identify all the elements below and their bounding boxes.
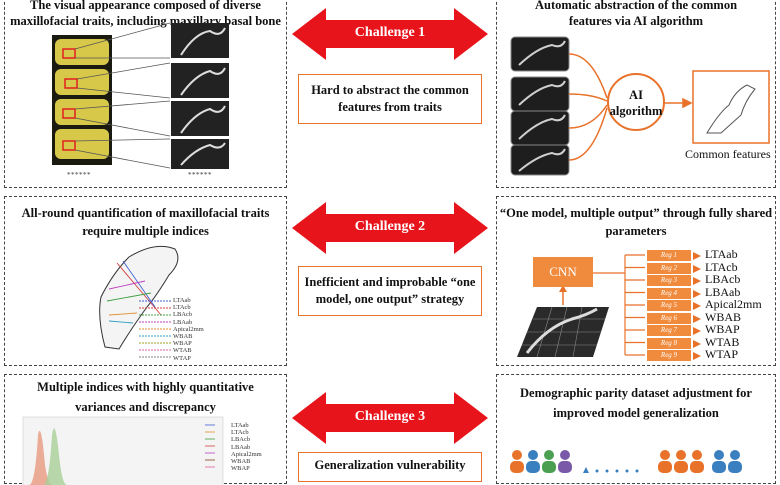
bone-indices-illustration (99, 245, 179, 350)
challenge-3-arrow: Challenge 3 (292, 392, 488, 444)
panel-title-line1: The visual appearance composed of divers… (30, 0, 261, 12)
legend-item: WBAB (173, 333, 193, 341)
reg-box: Reg 6 (647, 312, 691, 324)
legend-item: WTAP (173, 354, 191, 362)
regression-heads: Reg 1 LTAab Reg 2 LTAcb Reg 3 LBAcb Reg … (647, 247, 775, 365)
cnn-network-illustration (517, 254, 645, 358)
challenge-1-box: Hard to abstract the common features fro… (298, 74, 482, 124)
panel-title-line2: improved model generalization (553, 406, 719, 420)
ai-algorithm-node: AI algorithm (607, 73, 665, 131)
panel-title-line1: All-round quantification of maxillofacia… (21, 206, 270, 220)
indices-legend: LTAab LTAcb LBAcb LBAab Apical2mm WBAB W… (173, 297, 204, 362)
reg-box: Reg 4 (647, 287, 691, 299)
challenge-2-text-line2: model, one output” strategy (315, 292, 465, 306)
legend-item: WBAP (231, 465, 250, 473)
panel-title-line1: Demographic parity dataset adjustment fo… (520, 386, 752, 400)
challenge-1-label: Challenge 1 (354, 25, 426, 40)
legend-item: Apical2mm (231, 450, 262, 458)
panel-title-line1: Multiple indices with highly quantitativ… (37, 380, 254, 394)
panel-traits-appearance: The visual appearance composed of divers… (4, 0, 287, 188)
challenge-3-box: Generalization vulnerability (298, 452, 482, 482)
ai-label-line1: AI (629, 88, 643, 102)
legend-item: LBAcb (231, 436, 251, 444)
panel-title-line2: variances and discrepancy (75, 400, 216, 414)
stars-left: ****** (67, 171, 91, 179)
challenge-1-text-line1: Hard to abstract the common (311, 83, 469, 97)
reg-output: Apical2mm (705, 297, 762, 311)
reg-box: Reg 1 (647, 250, 691, 261)
reg-output: LBAcb (705, 272, 741, 286)
reg-box: Reg 3 (647, 275, 691, 286)
challenge-3-text-line1: Generalization vulnerability (314, 458, 466, 472)
reg-box: Reg 7 (647, 325, 691, 336)
challenge-2-label: Challenge 2 (354, 219, 426, 234)
cnn-block: CNN (533, 257, 593, 287)
variance-legend: LTAab LTAcb LBAcb LBAab Apical2mm WBAB W… (231, 422, 262, 472)
legend-item: LTAab (173, 297, 191, 304)
legend-item: LTAab (231, 422, 249, 429)
population-icons (510, 450, 742, 473)
reg-output: WTAB (705, 334, 740, 349)
legend-item: LTAcb (173, 304, 191, 312)
panel-demographic-parity: Demographic parity dataset adjustment fo… (496, 374, 776, 484)
legend-item: WTAB (173, 347, 192, 355)
panel-ai-abstraction: Automatic abstraction of the common feat… (496, 0, 776, 188)
skull-ct-illustration (52, 22, 229, 169)
legend-item: WBAP (173, 340, 192, 348)
reg-output: LBAab (705, 284, 741, 299)
challenge-1-text-line2: features from traits (338, 100, 442, 114)
challenge-2-box: Inefficient and improbable “one model, o… (298, 266, 482, 316)
reg-box: Reg 5 (647, 300, 691, 311)
ai-label-line2: algorithm (609, 104, 663, 118)
legend-swatches (139, 300, 171, 358)
legend-item: LBAcb (173, 311, 193, 319)
challenge-2-arrow: Challenge 2 (292, 202, 488, 254)
panel-title-line1: “One model, multiple output” through ful… (499, 206, 773, 220)
reg-output: LTAcb (705, 259, 738, 274)
reg-output: WBAB (705, 309, 741, 324)
panel-multi-output: “One model, multiple output” through ful… (496, 196, 776, 366)
reg-box: Reg 2 (647, 262, 691, 274)
reg-output: WBAP (705, 322, 740, 336)
legend-item: LBAab (173, 318, 193, 326)
panel-title-line2: require multiple indices (82, 224, 209, 238)
panel-variances: Multiple indices with highly quantitativ… (4, 374, 287, 485)
challenge-2-text-line1: Inefficient and improbable “one (304, 275, 476, 289)
legend-item: LTAcb (231, 429, 249, 437)
common-features-label: Common features (685, 147, 771, 161)
reg-output: LTAab (705, 247, 738, 261)
panel-title-line1: Automatic abstraction of the common (534, 0, 738, 12)
legend-item: WBAB (231, 458, 251, 466)
ai-pipeline-illustration (510, 36, 770, 176)
legend-item: LBAab (231, 443, 251, 451)
challenge-1-arrow: Challenge 1 (292, 8, 488, 60)
panel-quantification: All-round quantification of maxillofacia… (4, 196, 287, 366)
panel-title-line2: parameters (605, 224, 667, 238)
reg-output: WTAP (705, 347, 739, 361)
stars-right: ****** (188, 171, 212, 179)
challenge-3-label: Challenge 3 (354, 409, 426, 424)
reg-box: Reg 9 (647, 350, 691, 361)
legend-item: Apical2mm (173, 325, 204, 333)
reg-box: Reg 8 (647, 337, 691, 349)
panel-title-line2: features via AI algorithm (568, 14, 704, 28)
